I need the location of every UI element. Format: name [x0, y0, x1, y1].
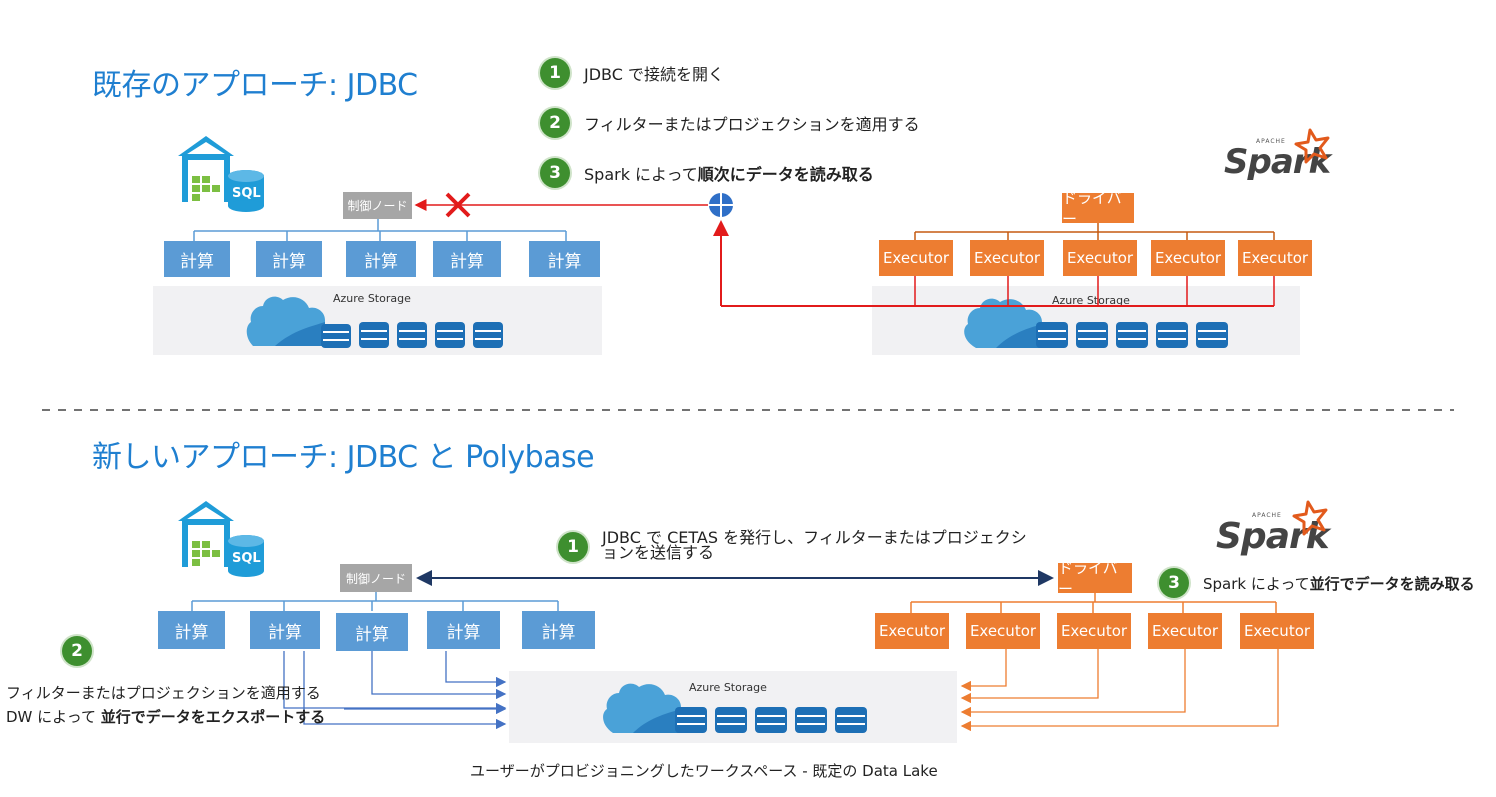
compute-node-bottom-3: 計算 — [336, 613, 408, 651]
bottom-step-3-text: Spark によって — [1203, 574, 1310, 593]
step-badge: 1 — [540, 58, 570, 88]
driver-top: ドライバー — [1062, 189, 1134, 228]
executor-bottom-5: Executor — [1240, 613, 1314, 649]
bottom-step-2-badge: 2 — [62, 636, 92, 666]
spark-logo-small: APACHE — [1252, 512, 1282, 519]
apache-spark-logo: APACHE Spark — [1220, 128, 1340, 184]
cloud-disks-icon — [964, 298, 1228, 348]
top-step-3-text: Spark によって — [584, 165, 698, 184]
compute-node-top-1: 計算 — [164, 241, 230, 277]
executor-bottom-3: Executor — [1057, 613, 1131, 649]
bottom-step-2-line1: フィルターまたはプロジェクションを適用する — [6, 684, 321, 702]
driver-bottom: ドライバー — [1058, 559, 1132, 598]
sql-warehouse-graphic — [178, 136, 264, 212]
executor-top-5: Executor — [1238, 240, 1312, 276]
bottom-step-1: 1 JDBC で CETAS を発行し、フィルターまたはプロジェクシ ョンを送信… — [558, 530, 1027, 562]
executor-top-1: Executor — [879, 240, 953, 276]
control-node-top: 制御ノード — [343, 192, 412, 219]
sql-warehouse-graphic — [178, 501, 264, 577]
top-step-2-text: フィルターまたはプロジェクションを適用する — [584, 115, 920, 134]
bottom-step-2-line2-bold: 並行でデータをエクスポートする — [100, 708, 326, 726]
compute-node-bottom-5: 計算 — [522, 611, 595, 649]
executor-bottom-2: Executor — [966, 613, 1040, 649]
cloud-disks-icon — [246, 296, 503, 348]
compute-node-bottom-1: 計算 — [158, 611, 225, 649]
sql-label: SQL — [232, 186, 261, 201]
azure-storage-top-left: Azure Storage — [153, 286, 602, 355]
bottom-step-3-bold: 並行でデータを読み取る — [1309, 574, 1475, 593]
spark-logo-word: Spark — [1216, 516, 1330, 557]
azure-storage-top-right: Azure Storage — [872, 286, 1300, 355]
executor-bottom-4: Executor — [1148, 613, 1222, 649]
step-badge: 3 — [540, 158, 570, 188]
bottom-title: 新しいアプローチ: JDBC と Polybase — [92, 440, 595, 475]
spark-star-icon — [1294, 128, 1330, 164]
executor-top-2: Executor — [970, 240, 1044, 276]
compute-node-top-4: 計算 — [433, 241, 501, 277]
sql-label: SQL — [232, 551, 261, 566]
executor-bottom-1: Executor — [875, 613, 949, 649]
compute-node-top-5: 計算 — [529, 241, 600, 277]
top-step-3: 3 Spark によって 順次にデータを読み取る — [540, 158, 874, 188]
compute-node-bottom-4: 計算 — [427, 611, 500, 649]
step-badge: 2 — [540, 108, 570, 138]
compute-node-top-3: 計算 — [346, 241, 416, 277]
azure-storage-label: Azure Storage — [689, 681, 767, 694]
bottom-step-3: 3 Spark によって 並行でデータを読み取る — [1159, 568, 1475, 598]
executor-top-4: Executor — [1151, 240, 1225, 276]
spark-logo-word: Spark — [1224, 142, 1331, 182]
top-step-2: 2 フィルターまたはプロジェクションを適用する — [540, 108, 920, 138]
top-title: 既存のアプローチ: JDBC — [92, 68, 418, 103]
top-step-3-bold: 順次にデータを読み取る — [697, 165, 874, 184]
executor-top-3: Executor — [1063, 240, 1137, 276]
step-badge: 1 — [558, 532, 588, 562]
data-lake-caption: ユーザーがプロビジョニングしたワークスペース - 既定の Data Lake — [470, 762, 938, 780]
control-node-bottom: 制御ノード — [340, 564, 412, 592]
azure-storage-label: Azure Storage — [333, 292, 411, 305]
bottom-step-1-line1: JDBC で CETAS を発行し、フィルターまたはプロジェクシ — [602, 528, 1027, 547]
cloud-disks-icon — [603, 683, 867, 733]
bottom-step-2-line2: DW によって 並行でデータをエクスポートする — [6, 706, 325, 727]
sql-warehouse-icon: SQL — [176, 497, 268, 581]
apache-spark-logo: APACHE Spark — [1212, 500, 1332, 560]
compute-node-top-2: 計算 — [256, 241, 322, 277]
bottom-step-1-line2: ョンを送信する — [602, 543, 715, 562]
spark-logo-small: APACHE — [1256, 138, 1286, 145]
top-step-1-text: JDBC で接続を開く — [584, 65, 724, 84]
azure-storage-label: Azure Storage — [1052, 294, 1130, 307]
top-step-1: 1 JDBC で接続を開く — [540, 58, 724, 88]
step-badge: 3 — [1159, 568, 1189, 598]
compute-node-bottom-2: 計算 — [250, 611, 320, 649]
spark-star-icon — [1292, 500, 1328, 536]
azure-storage-data-lake: Azure Storage — [509, 671, 957, 743]
bottom-step-2-line2-plain: DW によって — [6, 708, 96, 726]
sql-warehouse-icon: SQL — [176, 132, 268, 216]
